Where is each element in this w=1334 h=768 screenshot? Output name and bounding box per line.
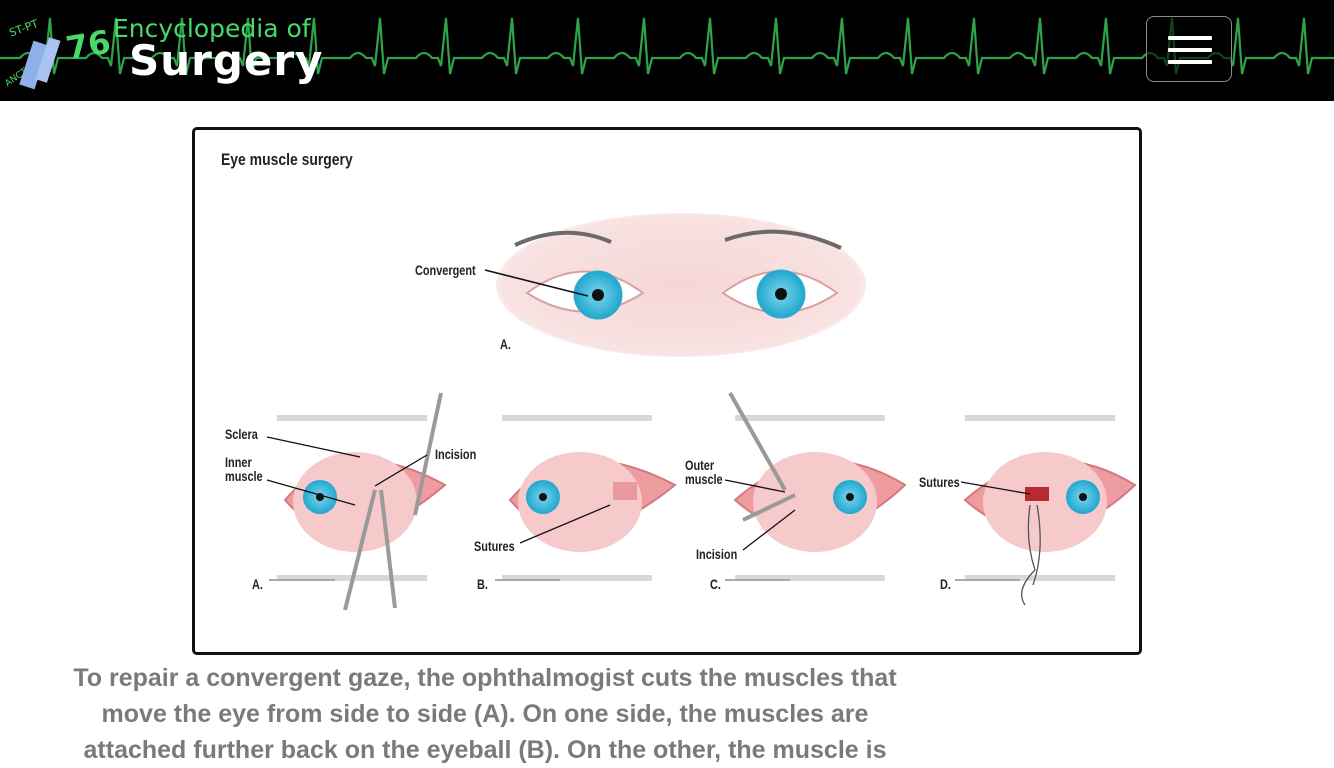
site-header: ST-PT ANCT 76 Encyclopedia of Surgery [0, 0, 1334, 101]
caption-line: attached further back on the eyeball (B)… [83, 736, 887, 764]
panel-c-label-incision: Incision [696, 546, 738, 562]
label-convergent: Convergent [415, 262, 476, 278]
site-logo[interactable]: ST-PT ANCT 76 [3, 12, 114, 92]
logo-icon: ST-PT ANCT [3, 17, 61, 90]
caption-line: move the eye from side to side (A). On o… [101, 700, 869, 728]
panel-d-letter: D. [940, 576, 951, 592]
panel-a-letter: A. [252, 576, 263, 592]
panel-d-label-sutures: Sutures [919, 474, 960, 490]
menu-button[interactable] [1146, 16, 1232, 82]
eye-surgery-figure: Eye muscle surgery Convergent A. Sclera … [192, 127, 1142, 655]
panel-c-illustration [724, 392, 907, 581]
caption-line: To repair a convergent gaze, the ophthal… [73, 664, 897, 692]
panel-a-label-sclera: Sclera [225, 426, 258, 442]
panel-d-illustration [955, 415, 1137, 606]
panel-b-illustration [495, 415, 677, 581]
panel-a-label-inner-muscle: Inner muscle [225, 454, 263, 484]
svg-text:ST-PT: ST-PT [7, 17, 40, 40]
brand-title-top: Encyclopedia of [113, 14, 311, 43]
panel-c-label-outer-muscle: Outer muscle [685, 457, 723, 487]
panel-c-letter: C. [710, 576, 721, 592]
panel-a-label-incision: Incision [435, 446, 477, 462]
figure-caption: To repair a convergent gaze, the ophthal… [40, 660, 930, 768]
brand-title-bottom: Surgery [129, 36, 324, 85]
figure-illustration [266, 213, 1137, 611]
logo-number: 76 [63, 22, 114, 68]
figure-title: Eye muscle surgery [221, 150, 353, 169]
panel-b-label-sutures: Sutures [474, 538, 515, 554]
face-illustration [484, 213, 866, 357]
label-top-a: A. [500, 336, 511, 352]
panel-b-letter: B. [477, 576, 488, 592]
panel-a-illustration [266, 392, 447, 611]
